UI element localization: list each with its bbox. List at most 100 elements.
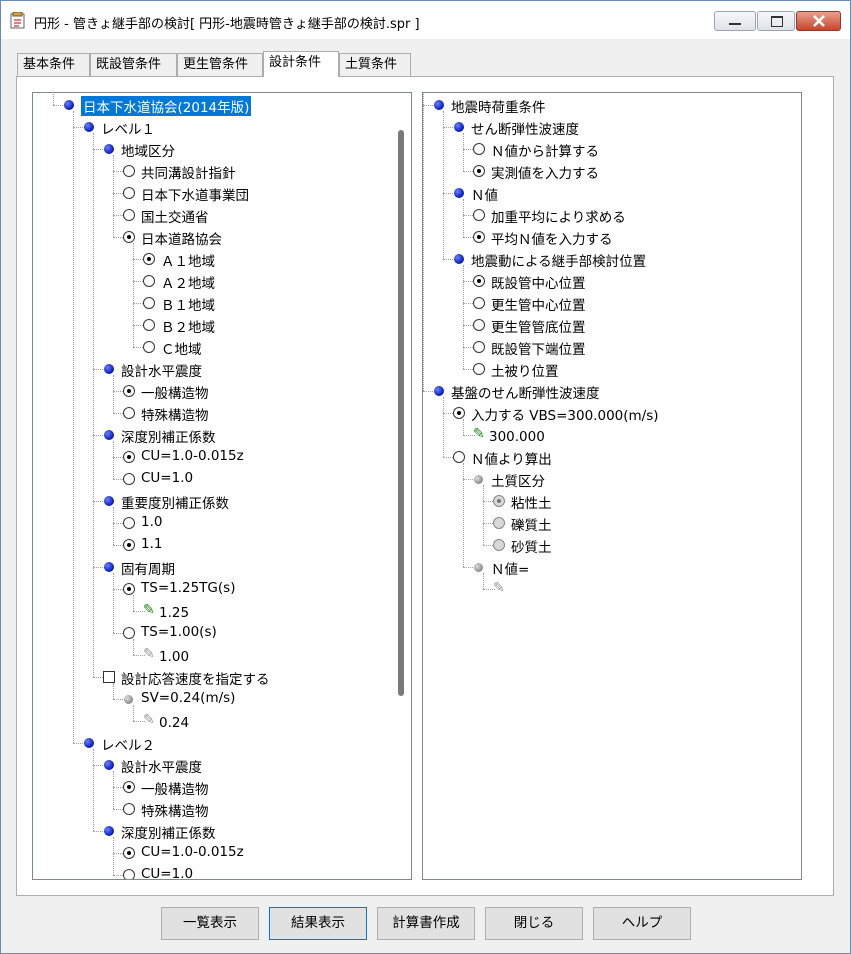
tree-connector-h (113, 633, 125, 634)
tree-item-label: 国土交通省 (141, 210, 209, 226)
tree-item-label: 0.24 (159, 715, 190, 731)
radio-checked-icon (123, 231, 135, 243)
tree-item-label: 固有周期 (121, 562, 175, 578)
radio-checked-icon (123, 385, 135, 397)
tree-connector-h (93, 501, 105, 502)
close-dialog-button[interactable]: 閉じる (485, 907, 583, 940)
radio-unchecked-icon (143, 275, 155, 287)
tree-connector-h (463, 479, 475, 480)
blue-dot-icon (104, 826, 114, 836)
blue-dot-icon (104, 496, 114, 506)
tree-connector-v (443, 111, 444, 259)
tree-connector-h (483, 589, 495, 590)
tree-connector-v (93, 133, 94, 677)
tree-connector-h (73, 127, 85, 128)
tree-item-label: Ｎ値= (491, 562, 530, 578)
tree-item-label: Ａ２地域 (161, 276, 215, 292)
tree-connector-h (113, 875, 125, 876)
maximize-button[interactable] (757, 11, 795, 31)
left-tree-scrollbar[interactable] (393, 93, 410, 879)
tree-item-label: CU=1.0-0.015z (141, 844, 244, 860)
radio-unchecked-icon (123, 473, 135, 485)
tree-item-label: 平均Ｎ値を入力する (491, 232, 613, 248)
tree-connector-h (113, 545, 125, 546)
help-button[interactable]: ヘルプ (593, 907, 691, 940)
radio-unchecked-icon (123, 517, 135, 529)
tree-item-label: Ｎ値より算出 (471, 452, 552, 468)
tree-item-label: 既設管中心位置 (491, 276, 586, 292)
tree-connector-h (443, 127, 455, 128)
minimize-button[interactable] (714, 11, 756, 31)
tree-connector-h (463, 303, 475, 304)
tab-4[interactable]: 土質条件 (339, 53, 411, 76)
tree-connector-h (113, 171, 125, 172)
result-view-button[interactable]: 結果表示 (269, 907, 367, 940)
tree-item-label: 地震時荷重条件 (451, 100, 546, 116)
tree-connector-h (113, 699, 125, 700)
tree-item-label: 1.25 (159, 605, 190, 621)
tree-connector-h (113, 193, 125, 194)
tree-connector-h (93, 435, 105, 436)
tree-connector-h (443, 457, 455, 458)
tab-2[interactable]: 更生管条件 (177, 53, 263, 76)
tree-connector-v (133, 243, 134, 347)
tab-1[interactable]: 既設管条件 (90, 53, 177, 76)
tree-item-label: 基盤のせん断弾性波速度 (451, 386, 600, 402)
tree-item-label: 粘性土 (511, 496, 552, 512)
radio-unchecked-icon (123, 165, 135, 177)
tree-item-label: 実測値を入力する (491, 166, 599, 182)
radio-unchecked-icon (473, 143, 485, 155)
tab-0[interactable]: 基本条件 (17, 53, 90, 76)
tab-3[interactable]: 設計条件 (263, 51, 339, 77)
radio-checked-icon (143, 253, 155, 265)
tree-connector-v (113, 771, 114, 809)
tree-item-label: 砂質土 (511, 540, 552, 556)
radio-unchecked-icon (123, 209, 135, 221)
tree-connector-h (463, 435, 475, 436)
radio-disabled-checked-icon (493, 495, 505, 507)
tree-connector-h (463, 215, 475, 216)
tree-connector-h (113, 215, 125, 216)
blue-dot-icon (104, 430, 114, 440)
tree-item-label: 入力する VBS=300.000(m/s) (471, 408, 659, 424)
tree-item-label: Ａ１地域 (161, 254, 215, 270)
title-bar[interactable]: 円形 - 管きょ継手部の検討[ 円形-地震時管きょ継手部の検討.spr ] (1, 1, 850, 39)
tree-connector-h (443, 259, 455, 260)
blue-dot-icon (84, 122, 94, 132)
minimize-icon (729, 23, 741, 25)
report-create-button[interactable]: 計算書作成 (377, 907, 475, 940)
tree-item-label: CU=1.0 (141, 866, 194, 880)
tree-item-label: 深度別補正係数 (121, 826, 216, 842)
blue-dot-icon (434, 386, 444, 396)
tree-item-label: Ｂ１地域 (161, 298, 215, 314)
list-view-button[interactable]: 一覧表示 (161, 907, 259, 940)
tree-connector-h (463, 369, 475, 370)
radio-unchecked-icon (143, 341, 155, 353)
radio-checked-icon (123, 583, 135, 595)
tree-item-label: 1.1 (141, 536, 163, 552)
scroll-thumb[interactable] (398, 130, 404, 696)
edit-pencil-disabled-icon: ✎ (143, 712, 155, 728)
tree-item-label: 土被り位置 (491, 364, 559, 380)
tree-item-label: 礫質土 (511, 518, 552, 534)
tree-connector-h (113, 413, 125, 414)
close-button[interactable] (796, 11, 841, 31)
tree-item-label: 重要度別補正係数 (121, 496, 229, 512)
tree-connector-h (133, 347, 145, 348)
tree-connector-v (133, 639, 134, 655)
tree-connector-h (443, 413, 455, 414)
gray-dot-icon (124, 695, 133, 704)
radio-disabled-icon (493, 539, 505, 551)
tree-connector-h (463, 567, 475, 568)
tree-connector-v (113, 683, 114, 699)
tree-connector-v (463, 419, 464, 435)
tree-connector-v (463, 199, 464, 237)
tree-connector-h (113, 787, 125, 788)
tree-connector-v (113, 573, 114, 633)
edit-pencil-icon: ✎ (473, 426, 485, 442)
radio-unchecked-icon (473, 297, 485, 309)
tree-item-label: 加重平均により求める (491, 210, 626, 226)
